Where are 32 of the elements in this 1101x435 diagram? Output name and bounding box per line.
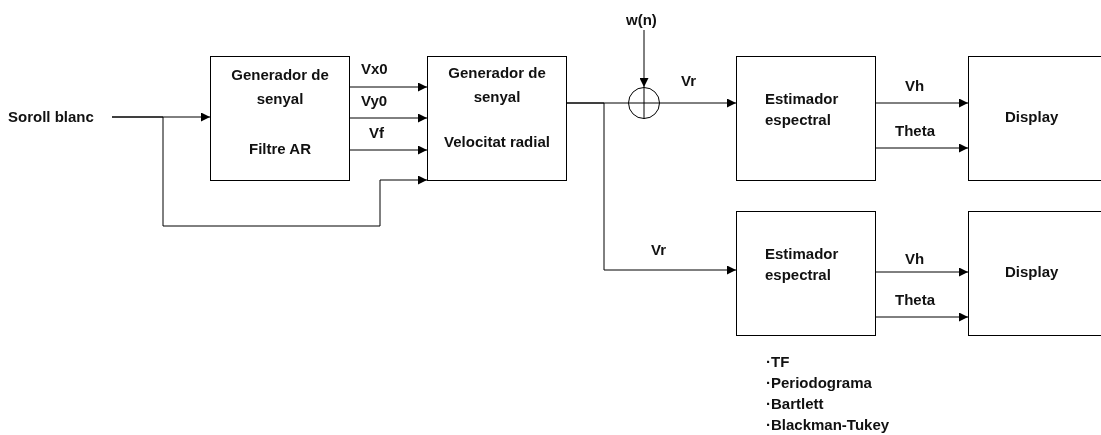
box-text: Display bbox=[1005, 261, 1060, 282]
process-box bbox=[736, 211, 876, 336]
input-label: Soroll blanc bbox=[8, 107, 112, 127]
arrow bbox=[349, 113, 428, 123]
display-box bbox=[968, 211, 1101, 336]
process-box bbox=[210, 56, 350, 181]
arrow bbox=[875, 312, 969, 322]
arrow bbox=[349, 145, 428, 155]
method-list-item: ·Periodograma bbox=[766, 373, 873, 393]
summing-junction bbox=[628, 87, 660, 119]
arrow bbox=[875, 143, 969, 153]
box-text: Generador de senyal bbox=[230, 65, 330, 109]
box-text: Generador de senyal bbox=[447, 63, 547, 107]
box-text: Estimador espectral bbox=[765, 89, 840, 130]
arrow bbox=[111, 116, 428, 227]
box-text: Velocitat radial bbox=[444, 132, 550, 152]
arrow bbox=[875, 267, 969, 277]
box-text: Display bbox=[1005, 106, 1060, 127]
process-box bbox=[427, 56, 567, 181]
method-list-item: ·Bartlett bbox=[766, 394, 825, 414]
arrow bbox=[349, 82, 428, 92]
method-list-item: ·TF bbox=[766, 352, 791, 372]
arrow bbox=[639, 29, 649, 88]
box-text: Estimador espectral bbox=[765, 244, 840, 285]
arrow bbox=[875, 98, 969, 108]
noise-label: w(n) bbox=[626, 10, 666, 30]
arrow bbox=[659, 98, 737, 108]
arrow bbox=[566, 102, 737, 275]
display-box bbox=[968, 56, 1101, 181]
method-list-item: ·Blackman-Tukey bbox=[766, 415, 890, 435]
process-box bbox=[736, 56, 876, 181]
box-text: Filtre AR bbox=[249, 139, 311, 159]
